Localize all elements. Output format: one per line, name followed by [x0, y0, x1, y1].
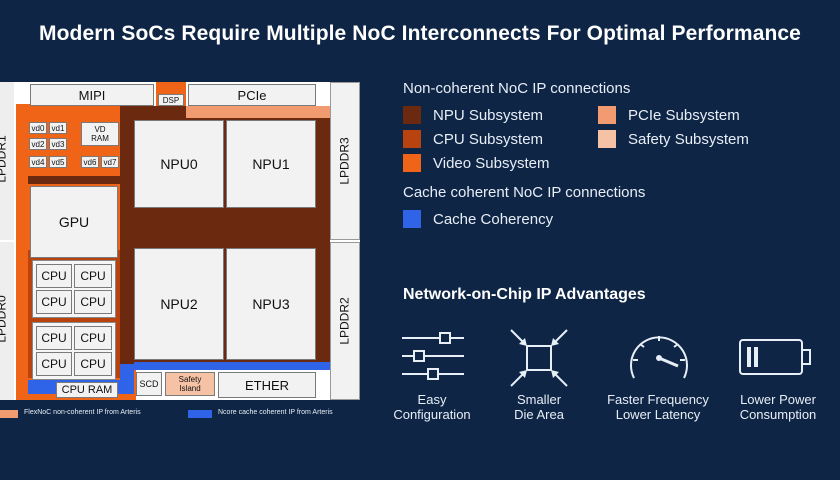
legend-label: CPU Subsystem	[433, 130, 544, 148]
vd3-block: vd3	[49, 138, 67, 150]
ncore-swatch	[188, 410, 212, 418]
advantage-line1: Smaller	[516, 392, 562, 407]
legend-label: PCIe Subsystem	[628, 106, 740, 124]
legend-item-cpu: CPU Subsystem	[403, 130, 543, 148]
noncoherent-heading: Non-coherent NoC IP connections	[403, 80, 631, 97]
legend-label: Video Subsystem	[433, 154, 550, 172]
cpu-swatch	[403, 130, 421, 148]
advantage-line2: Configuration	[393, 407, 471, 422]
soc-diagram: LPDDR1 LPDDR0 LPDDR3 LPDDR2 MIPI DSP PCI…	[0, 82, 360, 400]
vd-ram-block: VD RAM	[81, 122, 119, 146]
advantage-smaller-die: Smaller Die Area	[479, 392, 599, 422]
legend-item-video: Video Subsystem	[403, 154, 549, 172]
advantage-line1: Faster Frequency	[607, 392, 709, 407]
coherent-heading: Cache coherent NoC IP connections	[403, 184, 646, 201]
pcie-swatch	[598, 106, 616, 124]
npu2-block: NPU2	[134, 248, 224, 360]
vd7-block: vd7	[101, 156, 119, 168]
npu3-block: NPU3	[226, 248, 316, 360]
vd4-block: vd4	[29, 156, 47, 168]
advantages-heading: Network-on-Chip IP Advantages	[403, 286, 646, 303]
safety-swatch	[598, 130, 616, 148]
vd2-block: vd2	[29, 138, 47, 150]
pcie-block: PCIe	[188, 84, 316, 106]
npu-swatch	[403, 106, 421, 124]
lpddr1-block	[0, 82, 14, 240]
lpddr2-label: LPDDR2	[337, 297, 352, 345]
legend-item-npu: NPU Subsystem	[403, 106, 543, 124]
cpu-block-8: CPU	[74, 352, 112, 376]
legend-label: Safety Subsystem	[628, 130, 749, 148]
pcie-noc-region	[186, 106, 330, 118]
npu-noc-left-spine	[28, 176, 148, 184]
page-title: Modern SoCs Require Multiple NoC Interco…	[39, 22, 801, 45]
cpu-block-4: CPU	[74, 290, 112, 314]
npu0-block: NPU0	[134, 120, 224, 208]
advantage-faster-frequency: Faster Frequency Lower Latency	[598, 392, 718, 422]
cpu-block-7: CPU	[36, 352, 72, 376]
lpddr2-block	[330, 242, 360, 400]
ether-block: ETHER	[218, 372, 316, 398]
legend-label: Cache Coherency	[433, 210, 554, 228]
advantage-line1: Lower Power	[740, 392, 816, 407]
lpddr0-label: LPDDR0	[0, 295, 9, 343]
vd1-block: vd1	[49, 122, 67, 134]
flexnoc-legend: FlexNoC non-coherent IP from Arteris	[24, 409, 141, 416]
lpddr3-block	[330, 82, 360, 240]
advantage-lower-power: Lower Power Consumption	[718, 392, 838, 422]
cpu-block-6: CPU	[74, 326, 112, 350]
npu1-block: NPU1	[226, 120, 316, 208]
lpddr3-label: LPDDR3	[337, 137, 352, 185]
sliders-icon	[402, 332, 464, 380]
flexnoc-swatch	[0, 410, 18, 418]
video-swatch	[403, 154, 421, 172]
legend-item-cache: Cache Coherency	[403, 210, 553, 228]
legend-item-pcie: PCIe Subsystem	[598, 106, 740, 124]
cpu-block-5: CPU	[36, 326, 72, 350]
shrink-arrows-icon	[510, 329, 568, 387]
gpu-block: GPU	[30, 186, 118, 258]
advantage-line2: Lower Latency	[615, 407, 701, 422]
battery-icon	[739, 339, 811, 375]
cache-swatch	[403, 210, 421, 228]
safety-island-block: Safety Island	[165, 372, 215, 396]
advantage-easy-config: Easy Configuration	[372, 392, 492, 422]
scd-block: SCD	[136, 372, 162, 396]
lpddr1-label: LPDDR1	[0, 135, 9, 183]
mipi-block: MIPI	[30, 84, 154, 106]
advantage-line1: Easy	[417, 392, 447, 407]
cpu-block-2: CPU	[74, 264, 112, 288]
dsp-block: DSP	[158, 94, 184, 106]
speedometer-icon	[630, 336, 688, 379]
advantage-line2: Consumption	[739, 407, 817, 422]
vd0-block: vd0	[29, 122, 47, 134]
legend-item-safety: Safety Subsystem	[598, 130, 749, 148]
lpddr0-block	[0, 242, 14, 400]
cpu-block-1: CPU	[36, 264, 72, 288]
legend-label: NPU Subsystem	[433, 106, 544, 124]
vd6-block: vd6	[81, 156, 99, 168]
ncore-legend: Ncore cache coherent IP from Arteris	[218, 409, 333, 416]
cpu-block-3: CPU	[36, 290, 72, 314]
vd5-block: vd5	[49, 156, 67, 168]
cache-coherency-right	[134, 362, 330, 370]
cpu-ram-block: CPU RAM	[56, 382, 118, 398]
advantage-line2: Die Area	[514, 407, 564, 422]
